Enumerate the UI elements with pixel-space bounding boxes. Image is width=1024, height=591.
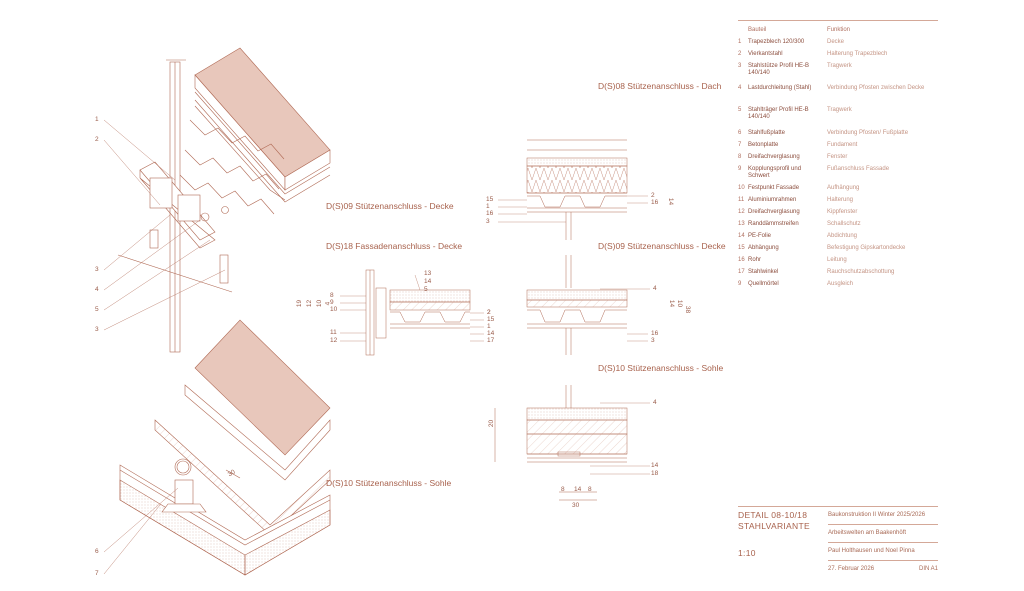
title-d10-sohle-left: D(S)10 Stützenanschluss - Sohle — [326, 478, 452, 488]
leader-num: 1 — [486, 203, 490, 210]
dim-text: 14 — [574, 486, 582, 493]
slab-bottom-axo — [194, 319, 331, 456]
titleblock-rule — [828, 560, 938, 561]
titleblock-course: Baukonstruktion II Winter 2025/2026 — [828, 512, 926, 518]
leader-num: 17 — [487, 337, 495, 344]
dim-text: 10 — [316, 299, 324, 308]
legend-top-rule — [738, 20, 938, 21]
leader-num: 13 — [424, 270, 432, 277]
section-sohle — [494, 385, 628, 501]
dim-text: 14 — [668, 299, 676, 308]
title-d09-decke-right: D(S)09 Stützenanschluss - Decke — [598, 241, 726, 251]
dim-text: 10 — [676, 299, 684, 308]
leader-num: 15 — [486, 196, 494, 203]
leader-num: 3 — [486, 218, 490, 225]
leader-num: 7 — [95, 570, 99, 577]
leader-num: 16 — [486, 210, 494, 217]
titleblock-format: DIN A1 — [918, 566, 938, 572]
titleblock-date: 27. Februar 2026 — [828, 566, 875, 572]
leader-num: 15 — [487, 316, 495, 323]
titleblock-detail-line2: STAHLVARIANTE — [738, 521, 810, 531]
axo-bottom-drawing — [119, 319, 331, 576]
leader-num: 14 — [651, 462, 659, 469]
axo-top-leaders — [103, 119, 226, 331]
leader-num: 3 — [95, 326, 99, 333]
titleblock-scale: 1:10 — [738, 548, 756, 558]
leader-num: 14 — [424, 278, 432, 285]
leader-num: 9 — [330, 299, 334, 306]
title-d08-dach: D(S)08 Stützenanschluss - Dach — [598, 81, 722, 91]
titleblock-rule — [828, 524, 938, 525]
leader-num: 1 — [487, 323, 491, 330]
leader-num: 2 — [95, 136, 99, 143]
leader-num: 2 — [651, 192, 655, 199]
section-decke — [526, 255, 628, 355]
leader-num: 18 — [651, 470, 659, 477]
titleblock-authors: Paul Holthausen und Noel Pinna — [828, 548, 915, 554]
dim-text: 20 — [488, 419, 496, 428]
leader-num: 3 — [651, 337, 655, 344]
dim-text: 30 — [572, 502, 580, 509]
section-fassade — [365, 269, 471, 356]
leader-num: 16 — [651, 330, 659, 337]
title-d09-decke-left: D(S)09 Stützenanschluss - Decke — [326, 201, 454, 211]
dim-text: 12 — [306, 299, 314, 308]
leader-num: 4 — [653, 399, 657, 406]
dim-text: 38 — [684, 305, 692, 314]
leader-num: 4 — [653, 285, 657, 292]
section-leaders — [340, 195, 650, 475]
leader-num: 4 — [95, 286, 99, 293]
titleblock-detail-line1: DETAIL 08-10/18 — [738, 510, 808, 520]
dim-text: 8 — [561, 486, 565, 493]
titleblock-project: Arbeitswelten am Baakenhöft — [828, 530, 907, 536]
dim-text: 4 — [324, 301, 332, 306]
leader-num: 8 — [330, 292, 334, 299]
leader-num: 6 — [95, 548, 99, 555]
leader-num: 1 — [95, 116, 99, 123]
leader-num: 16 — [651, 199, 659, 206]
leader-num: 2 — [487, 309, 491, 316]
section-dach — [526, 139, 628, 240]
dim-text: 19 — [296, 299, 304, 308]
dim-text: 8 — [588, 486, 592, 493]
leader-num: 3 — [95, 266, 99, 273]
titleblock-top-rule — [738, 506, 938, 507]
leader-num: 10 — [330, 306, 338, 313]
leader-num: 2 — [487, 309, 491, 316]
title-d10-sohle-right: D(S)10 Stützenanschluss - Sohle — [598, 363, 724, 373]
title-d18-fassade: D(S)18 Fassadenanschluss - Decke — [326, 241, 463, 251]
axo-top-drawing — [117, 47, 331, 353]
leader-num: 14 — [487, 330, 495, 337]
leader-num: 5 — [424, 286, 428, 293]
leader-num: 11 — [330, 329, 337, 336]
leader-num: 5 — [95, 306, 99, 313]
axo-bottom-leaders — [103, 487, 179, 575]
dim-text: 14 — [667, 197, 675, 206]
titleblock-rule — [828, 542, 938, 543]
leader-num: 12 — [330, 337, 338, 344]
